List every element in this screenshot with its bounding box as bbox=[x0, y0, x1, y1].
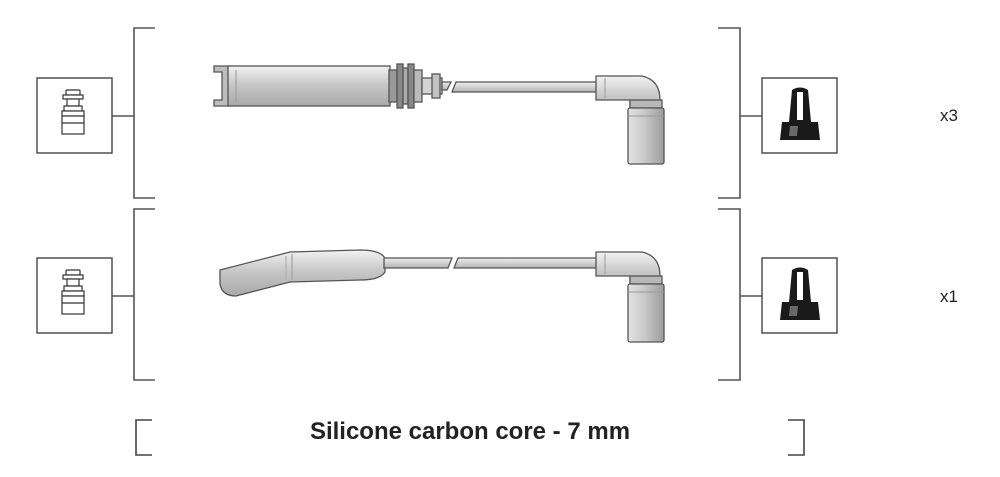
coil-terminal-icon bbox=[36, 77, 113, 154]
caption-bracket-right bbox=[788, 419, 805, 456]
coil-terminal-icon bbox=[36, 257, 113, 334]
caption: Silicone carbon core - 7 mm bbox=[309, 418, 631, 445]
ignition-lead-straight bbox=[213, 63, 665, 165]
spark-plug-boot-icon bbox=[761, 257, 838, 334]
right-bracket-bottom bbox=[718, 208, 762, 381]
caption-bracket-left bbox=[135, 419, 152, 456]
left-bracket-bottom bbox=[112, 208, 155, 381]
quantity-label: x1 bbox=[940, 287, 958, 306]
right-bracket-top bbox=[718, 27, 762, 199]
quantity-label: x3 bbox=[940, 106, 958, 125]
ignition-lead-angled bbox=[219, 249, 665, 343]
left-bracket-top bbox=[112, 27, 155, 199]
spark-plug-boot-icon bbox=[761, 77, 838, 154]
